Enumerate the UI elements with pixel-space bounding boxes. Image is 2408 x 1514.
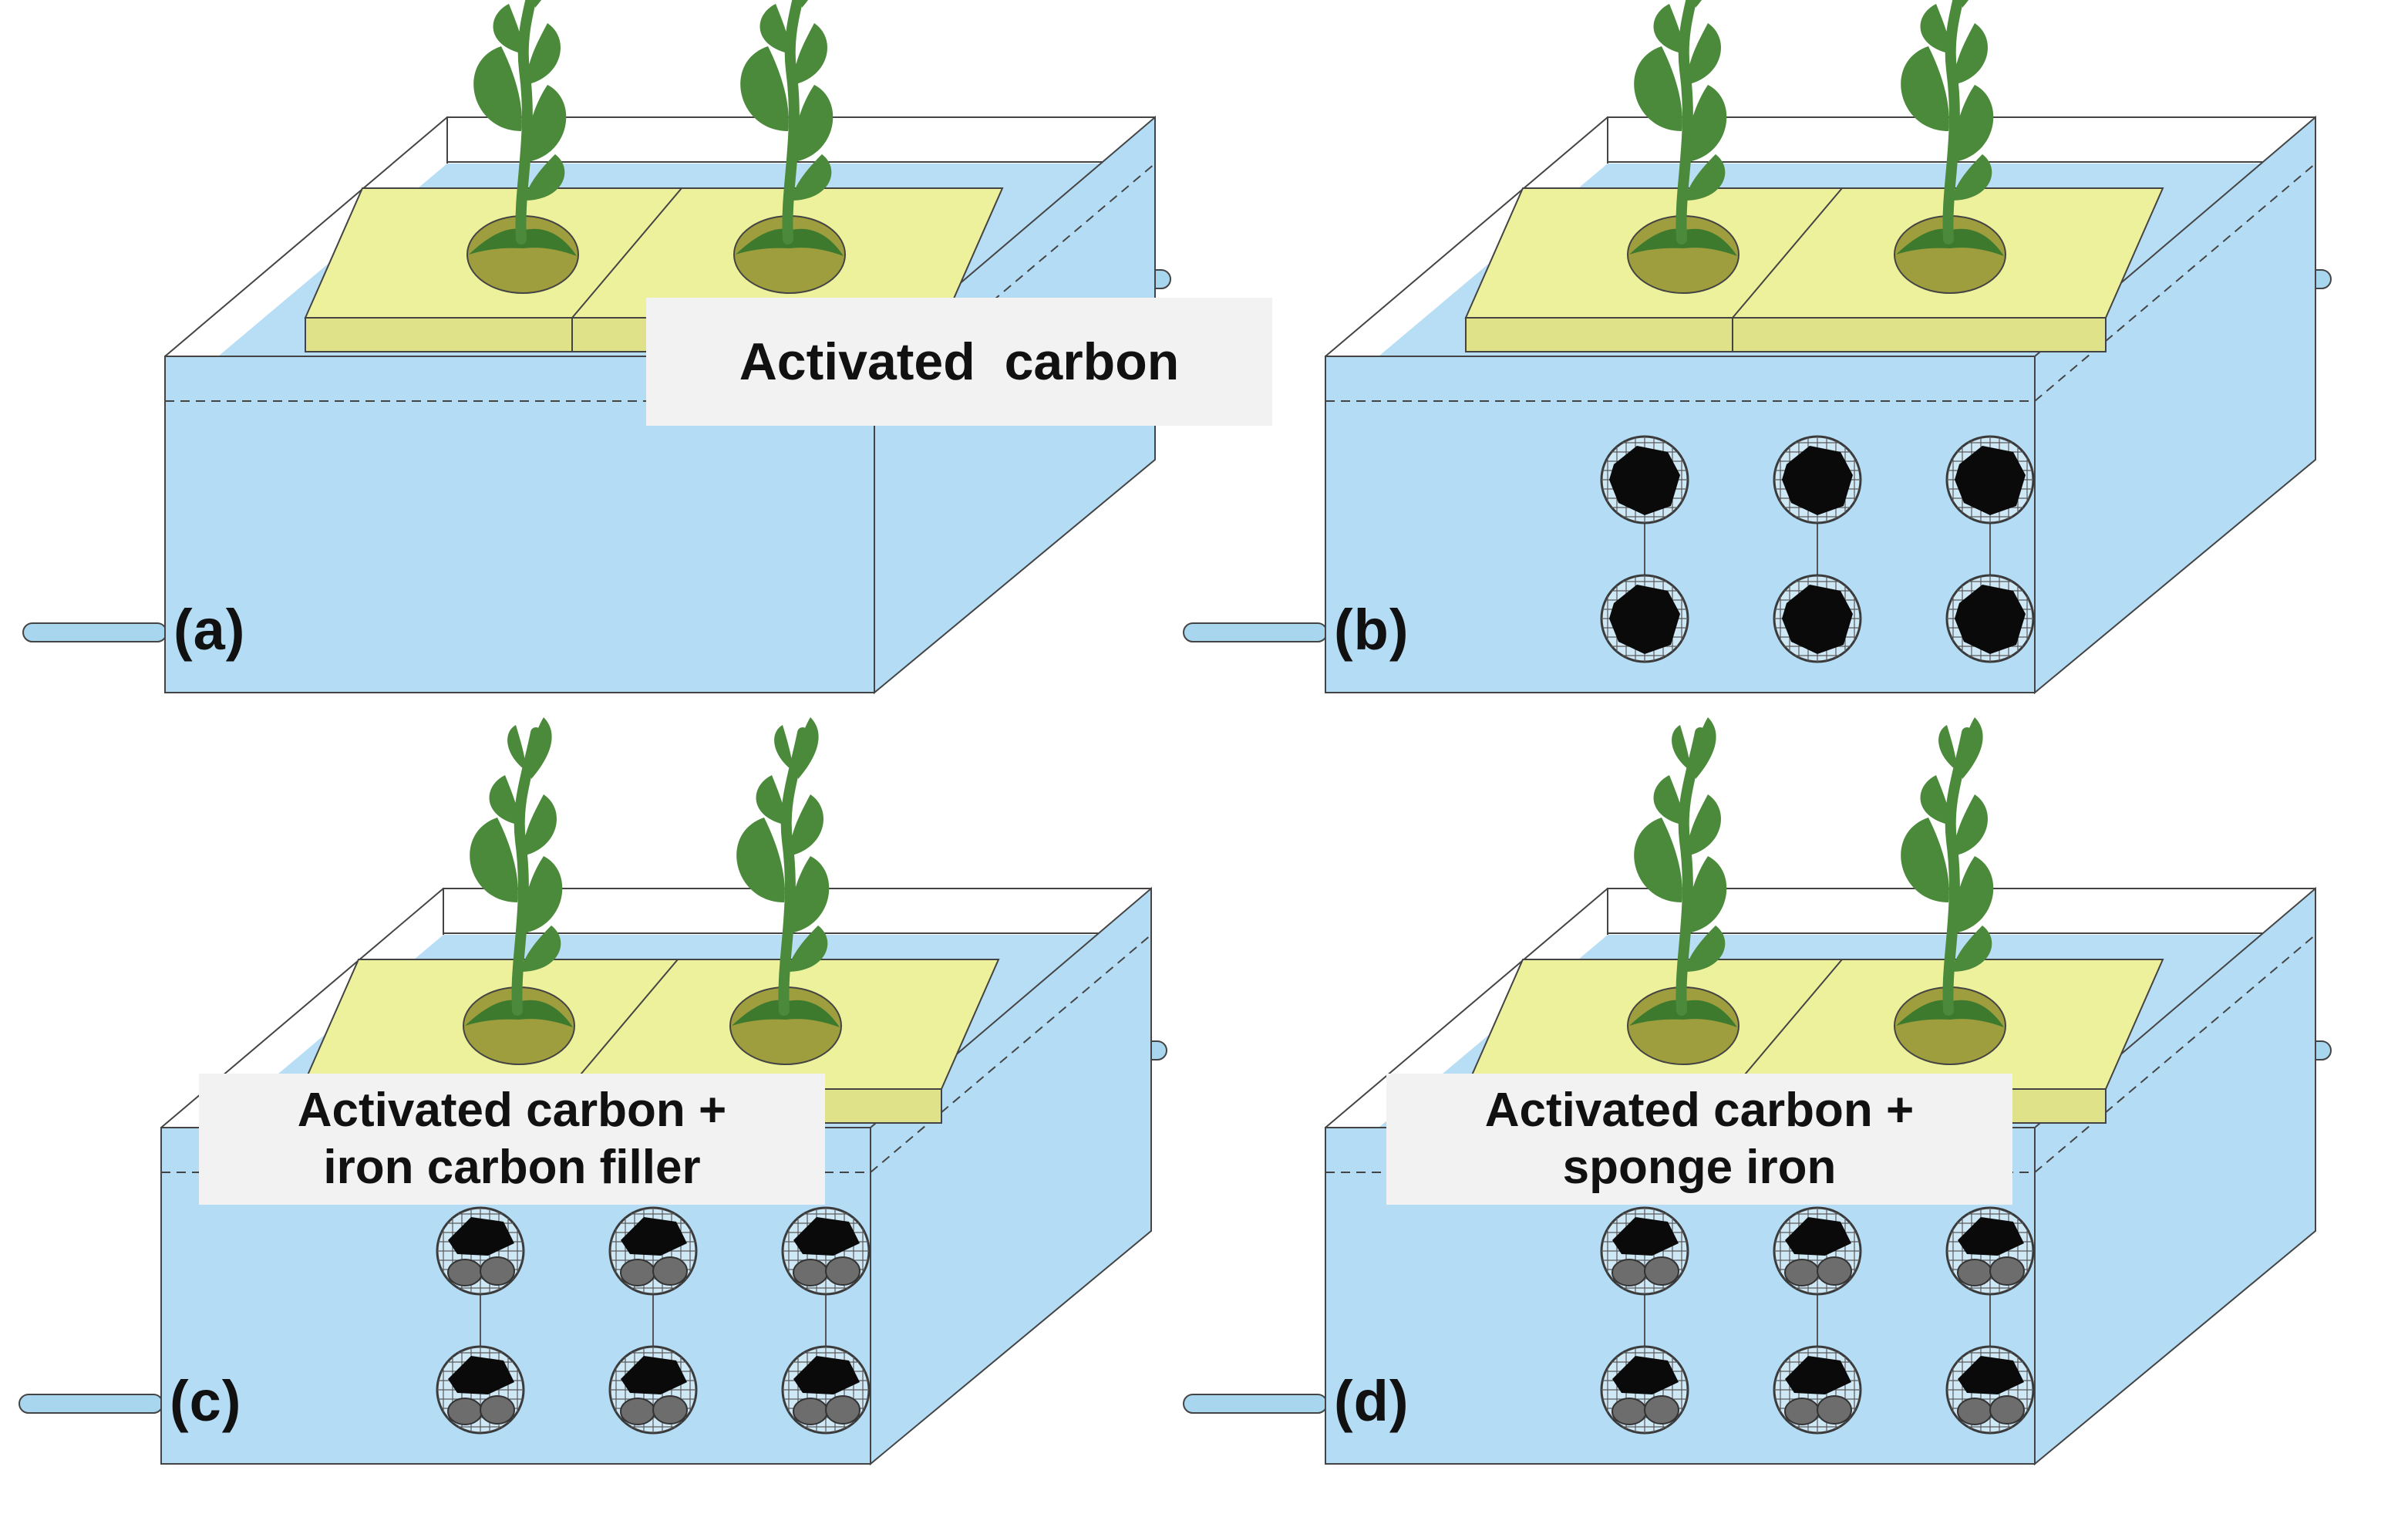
- panel-c: (c): [0, 717, 1200, 1514]
- filler-ball-icon: [1600, 574, 1689, 663]
- tank-c: [19, 717, 1167, 1466]
- filler-ball-icon: [1773, 435, 1862, 524]
- caption-activated-carbon-sponge-iron: Activated carbon + sponge iron: [1386, 1074, 2012, 1205]
- plant-icon: [1627, 0, 1739, 294]
- pipe-icon: [19, 1394, 163, 1414]
- caption-line: Activated carbon: [739, 332, 1180, 391]
- caption-activated-carbon: Activated carbon: [646, 298, 1272, 426]
- float-board: [300, 959, 1000, 1090]
- tank-b: [1183, 0, 2332, 695]
- filler-ball-icon: [1773, 1345, 1862, 1435]
- plant-icon: [1894, 0, 2006, 294]
- filler-ball-icon: [1773, 574, 1862, 663]
- filler-ball-icon: [1600, 1206, 1689, 1296]
- filler-ball-icon: [1945, 1345, 2035, 1435]
- filler-ball-icon: [1773, 1206, 1862, 1296]
- filler-ball-icon: [1600, 435, 1689, 524]
- float-board: [1464, 187, 2164, 319]
- float-board: [1464, 959, 2164, 1090]
- plant-icon: [733, 0, 846, 294]
- pipe-icon: [22, 622, 167, 642]
- filler-ball-icon: [1945, 574, 2035, 663]
- caption-line: sponge iron: [1562, 1141, 1837, 1194]
- filler-ball-icon: [608, 1345, 698, 1435]
- pipe-icon: [1183, 622, 1328, 642]
- caption-line: iron carbon filler: [323, 1141, 701, 1194]
- plant-icon: [1627, 717, 1739, 1065]
- filler-ball-icon: [781, 1345, 871, 1435]
- plant-icon: [729, 717, 842, 1065]
- pipe-icon: [1183, 1394, 1328, 1414]
- panel-label-b: (b): [1334, 598, 1409, 662]
- plant-icon: [466, 0, 579, 294]
- panel-label-a: (a): [173, 598, 246, 662]
- panel-b: (b): [1160, 0, 2364, 743]
- caption-line: Activated carbon +: [297, 1083, 727, 1137]
- float-board-edge: [1465, 317, 2107, 352]
- panel-label-c: (c): [170, 1369, 242, 1433]
- plant-icon: [463, 717, 575, 1065]
- filler-ball-icon: [436, 1206, 525, 1296]
- filler-ball-icon: [1945, 1206, 2035, 1296]
- filler-ball-icon: [436, 1345, 525, 1435]
- filler-ball-icon: [1600, 1345, 1689, 1435]
- filler-ball-icon: [781, 1206, 871, 1296]
- filler-ball-icon: [608, 1206, 698, 1296]
- filler-ball-icon: [1945, 435, 2035, 524]
- caption-line: Activated carbon +: [1484, 1083, 1915, 1137]
- caption-activated-carbon-iron-carbon-filler: Activated carbon + iron carbon filler: [199, 1074, 825, 1205]
- panel-label-d: (d): [1334, 1369, 1409, 1433]
- plant-icon: [1894, 717, 2006, 1065]
